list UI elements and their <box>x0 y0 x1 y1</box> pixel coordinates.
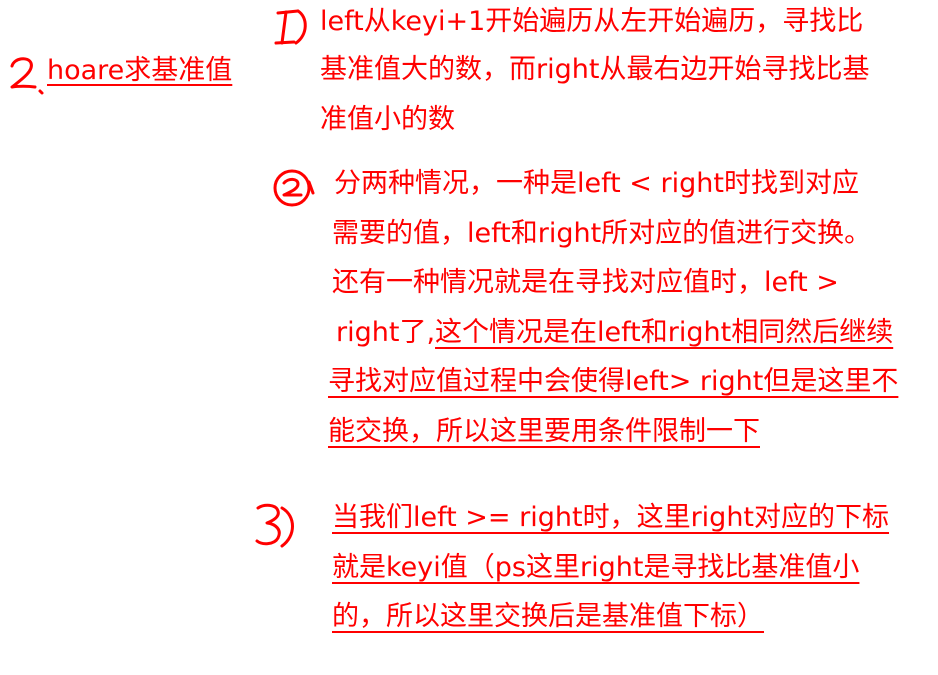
handwritten-number-2 <box>10 57 44 95</box>
step3-line-2: 就是keyi值（ps这里right是寻找比基准值小 <box>332 552 860 583</box>
section-title: hoare求基准值 <box>47 55 233 86</box>
step1-line-1: left从keyi+1开始遍历从左开始遍历，寻找比 <box>320 6 864 37</box>
handwritten-number-1-marker <box>274 9 307 45</box>
handwritten-number-3-marker <box>255 503 294 548</box>
step3-line-3: 的，所以这里交换后是基准值下标） <box>332 601 764 632</box>
step2-line-1: 分两种情况，一种是left < right时找到对应 <box>334 168 859 199</box>
step2-line-4: right了,这个情况是在left和right相同然后继续 <box>336 315 893 351</box>
step2-line-2: 需要的值，left和right所对应的值进行交换。 <box>332 218 872 249</box>
step2-line-6: 能交换，所以这里要用条件限制一下 <box>328 416 760 447</box>
step2-line-4-underlined: 这个情况是在left和right相同然后继续 <box>435 317 894 348</box>
step2-line-5: 寻找对应值过程中会使得left> right但是这里不 <box>328 366 899 397</box>
step3-line-1: 当我们left >= right时，这里right对应的下标 <box>332 502 890 533</box>
step1-line-2: 基准值大的数，而right从最右边开始寻找比基 <box>320 54 870 85</box>
step2-line-3: 还有一种情况就是在寻找对应值时，left > <box>332 267 839 298</box>
step2-line-4-plain: right了, <box>336 317 436 348</box>
handwritten-circled-2-marker <box>273 169 315 207</box>
step1-line-3: 准值小的数 <box>320 104 455 135</box>
